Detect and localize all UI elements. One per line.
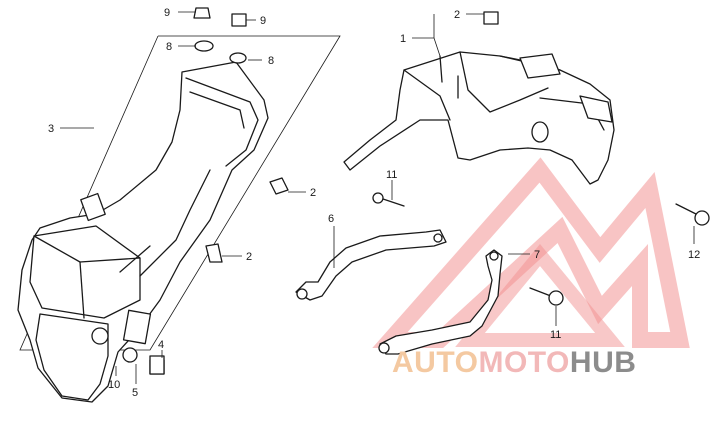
rear-fender-part-3 bbox=[17, 35, 341, 403]
callout-labels: 9 9 8 8 3 2 2 2 1 11 11 6 7 12 4 5 10 bbox=[48, 7, 700, 399]
callout-2b: 2 bbox=[246, 251, 252, 263]
callout-2a: 2 bbox=[310, 187, 316, 199]
nut-part-9a bbox=[193, 7, 211, 19]
watermark-part-auto: AUTO bbox=[392, 346, 478, 379]
clip-part-2b bbox=[205, 243, 223, 263]
callout-10: 10 bbox=[108, 379, 120, 391]
callout-3: 3 bbox=[48, 123, 54, 135]
callout-7: 7 bbox=[534, 249, 540, 261]
callout-1: 1 bbox=[400, 33, 406, 45]
callout-4: 4 bbox=[158, 339, 164, 351]
callout-2c: 2 bbox=[454, 9, 460, 21]
rear-bracket-part-1 bbox=[343, 51, 615, 185]
washer-part-8b bbox=[229, 52, 247, 64]
callout-9a: 9 bbox=[164, 7, 170, 19]
watermark-logo bbox=[372, 157, 690, 348]
watermark-part-moto: MOTO bbox=[478, 346, 569, 379]
callout-9b: 9 bbox=[260, 15, 266, 27]
stay-part-7 bbox=[378, 249, 503, 355]
callout-11b: 11 bbox=[550, 329, 561, 341]
bolt-part-11b bbox=[529, 287, 564, 306]
nut-part-9b bbox=[231, 13, 247, 27]
bolt-part-12 bbox=[675, 203, 710, 226]
callout-6: 6 bbox=[328, 213, 334, 225]
bolt-part-11a bbox=[372, 192, 405, 207]
callout-11a: 11 bbox=[386, 169, 397, 181]
clip-part-2a bbox=[269, 177, 289, 195]
washer-part-8a bbox=[194, 40, 214, 52]
stay-part-6 bbox=[295, 229, 447, 301]
callout-8a: 8 bbox=[166, 41, 172, 53]
watermark-part-hub: HUB bbox=[570, 346, 637, 379]
callout-12: 12 bbox=[688, 249, 700, 261]
bolt-part-4 bbox=[149, 355, 165, 375]
clip-part-2c bbox=[483, 11, 499, 25]
callout-5: 5 bbox=[132, 387, 138, 399]
leader-lines bbox=[60, 11, 695, 384]
hardware-pieces bbox=[193, 7, 499, 263]
callout-8b: 8 bbox=[268, 55, 274, 67]
svg-text:AUTOMOTOHUB: AUTOMOTOHUB bbox=[392, 346, 636, 379]
watermark-text: AUTOMOTOHUB bbox=[392, 346, 636, 379]
bolts bbox=[149, 192, 710, 375]
